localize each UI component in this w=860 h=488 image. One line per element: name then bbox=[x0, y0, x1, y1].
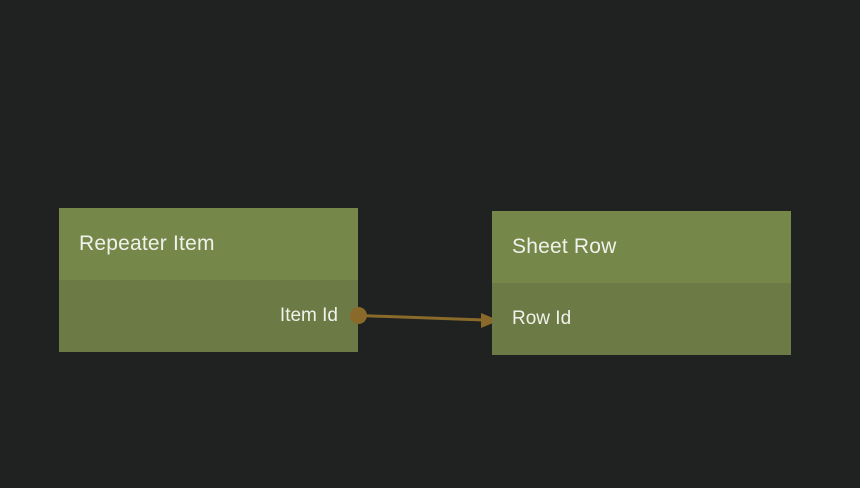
field-label: Row Id bbox=[512, 308, 572, 329]
node-title: Sheet Row bbox=[512, 235, 617, 258]
connection-port-dot[interactable] bbox=[350, 307, 367, 324]
node-body: Row Id bbox=[492, 283, 791, 355]
node-body: Item Id bbox=[59, 280, 358, 352]
node-title: Repeater Item bbox=[79, 232, 215, 255]
field-item-id[interactable]: Item Id bbox=[59, 280, 358, 352]
node-sheet-row[interactable]: Sheet Row Row Id bbox=[492, 211, 791, 355]
node-repeater-item[interactable]: Repeater Item Item Id bbox=[59, 208, 358, 352]
field-row-id[interactable]: Row Id bbox=[492, 283, 791, 355]
field-label: Item Id bbox=[279, 305, 338, 326]
node-header[interactable]: Repeater Item bbox=[59, 208, 358, 280]
node-header[interactable]: Sheet Row bbox=[492, 211, 791, 283]
